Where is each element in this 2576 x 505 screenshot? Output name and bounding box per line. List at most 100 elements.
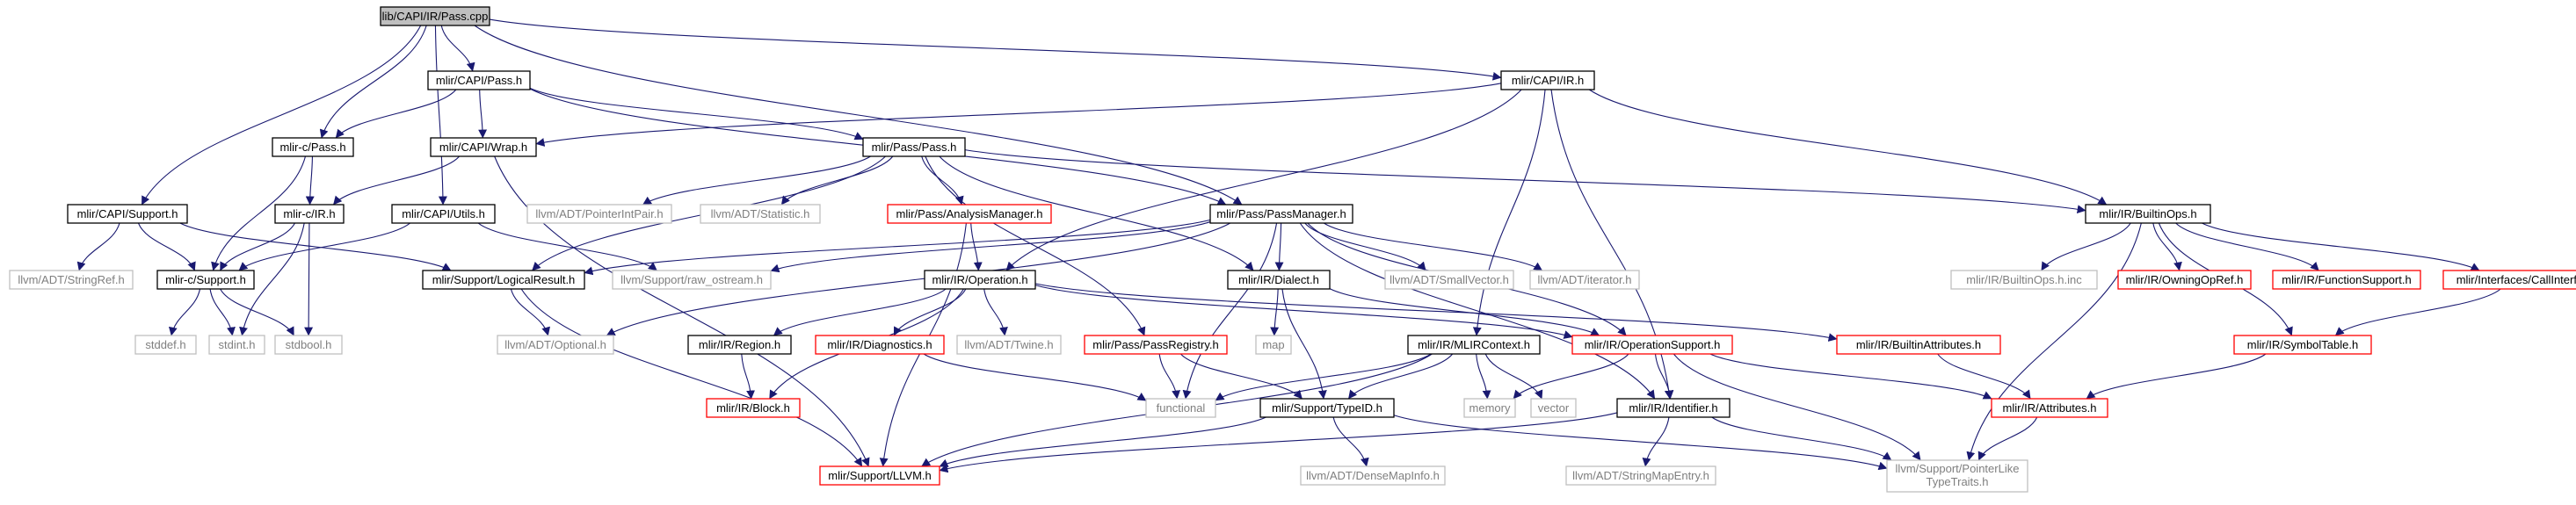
node-box bbox=[1255, 335, 1292, 355]
edge-analysis_manager-to-ir_operation bbox=[970, 222, 983, 271]
node-box bbox=[1145, 398, 1216, 418]
node-box bbox=[2085, 204, 2211, 224]
node-label: mlir/IR/Attributes.h bbox=[2003, 401, 2097, 415]
node-label: memory bbox=[1469, 401, 1511, 415]
node-capi-ir-h[interactable]: mlir/CAPI/IR.h bbox=[1500, 70, 1595, 90]
edge-c_pass_h-to-c_ir_h bbox=[305, 155, 315, 206]
node-builtin-attributes[interactable]: mlir/IR/BuiltinAttributes.h bbox=[1836, 335, 2001, 355]
node-optional: llvm/ADT/Optional.h bbox=[497, 335, 614, 355]
node-box bbox=[1209, 204, 1353, 224]
node-capi-utils-h[interactable]: mlir/CAPI/Utils.h bbox=[391, 204, 496, 224]
node-ir-attributes[interactable]: mlir/IR/Attributes.h bbox=[1991, 398, 2108, 418]
node-ir-dialect[interactable]: mlir/IR/Dialect.h bbox=[1227, 270, 1331, 290]
node-c-support-h[interactable]: mlir-c/Support.h bbox=[156, 270, 255, 290]
node-c-ir-h[interactable]: mlir-c/IR.h bbox=[274, 204, 345, 224]
node-ir-block[interactable]: mlir/IR/Block.h bbox=[706, 398, 801, 418]
node-box bbox=[1571, 335, 1733, 355]
node-label: mlir-c/Pass.h bbox=[279, 141, 345, 154]
node-label: stdint.h bbox=[219, 338, 256, 351]
node-label: mlir/IR/OwningOpRef.h bbox=[2126, 273, 2244, 286]
node-label: mlir/IR/Block.h bbox=[716, 401, 790, 415]
node-ir-operation[interactable]: mlir/IR/Operation.h bbox=[924, 270, 1036, 290]
node-label: mlir/Pass/AnalysisManager.h bbox=[896, 207, 1043, 220]
edge-pass_manager-to-adt_iterator bbox=[1324, 222, 1543, 271]
node-label: llvm/ADT/DenseMapInfo.h bbox=[1306, 469, 1440, 482]
node-analysis-manager[interactable]: mlir/Pass/AnalysisManager.h bbox=[887, 204, 1052, 224]
node-support-llvm[interactable]: mlir/Support/LLVM.h bbox=[819, 465, 940, 486]
node-functional: functional bbox=[1145, 398, 1216, 418]
edge-operation_support-to-ir_identifier bbox=[1654, 353, 1674, 400]
edge-symbol_table-to-ir_attributes bbox=[2086, 353, 2267, 400]
node-mlir-context[interactable]: mlir/IR/MLIRContext.h bbox=[1407, 335, 1541, 355]
node-dense-map-info: llvm/ADT/DenseMapInfo.h bbox=[1300, 465, 1446, 486]
node-builtin-ops[interactable]: mlir/IR/BuiltinOps.h bbox=[2085, 204, 2211, 224]
node-symbol-table[interactable]: mlir/IR/SymbolTable.h bbox=[2233, 335, 2372, 355]
node-box bbox=[497, 335, 614, 355]
node-box bbox=[1227, 270, 1331, 290]
edge-ir_attributes-to-pointer_like_type_traits bbox=[1977, 416, 2038, 461]
node-box bbox=[956, 335, 1062, 355]
node-box bbox=[819, 465, 940, 486]
node-layer: lib/CAPI/IR/Pass.cpp mlir/CAPI/Pass.h mlir… bbox=[9, 6, 2576, 493]
edge-c_ir_h-to-stdbool bbox=[304, 222, 314, 336]
node-vector: vector bbox=[1530, 398, 1577, 418]
node-function-support[interactable]: mlir/IR/FunctionSupport.h bbox=[2272, 270, 2421, 290]
node-label: llvm/ADT/StringMapEntry.h bbox=[1572, 469, 1709, 482]
edge-mlir_context-to-memory bbox=[1476, 353, 1491, 400]
node-type-id[interactable]: mlir/Support/TypeID.h bbox=[1259, 398, 1395, 418]
edge-ir_dialect-to-map bbox=[1270, 288, 1280, 336]
node-ir-region[interactable]: mlir/IR/Region.h bbox=[687, 335, 792, 355]
edge-logical_result-to-optional bbox=[510, 288, 550, 336]
node-capi-pass-h[interactable]: mlir/CAPI/Pass.h bbox=[427, 70, 531, 90]
node-label: mlir/Support/TypeID.h bbox=[1272, 401, 1382, 415]
edge-builtin_ops-to-owning_op_ref bbox=[2152, 222, 2182, 271]
node-pass-pass-h[interactable]: mlir/Pass/Pass.h bbox=[862, 137, 966, 157]
node-call-interfaces[interactable]: mlir/Interfaces/CallInterfaces.h bbox=[2442, 270, 2576, 290]
node-label: mlir/IR/Diagnostics.h bbox=[827, 338, 932, 351]
node-label: mlir/CAPI/IR.h bbox=[1512, 74, 1584, 87]
node-ir-diagnostics[interactable]: mlir/IR/Diagnostics.h bbox=[815, 335, 945, 355]
edge-operation_support-to-ir_attributes bbox=[1709, 353, 1992, 400]
node-statistic: llvm/ADT/Statistic.h bbox=[700, 204, 821, 224]
node-box bbox=[887, 204, 1052, 224]
edge-pass_registry-to-type_id bbox=[1180, 353, 1303, 400]
node-operation-support[interactable]: mlir/IR/OperationSupport.h bbox=[1571, 335, 1733, 355]
node-pass-manager[interactable]: mlir/Pass/PassManager.h bbox=[1209, 204, 1353, 224]
node-box bbox=[1384, 270, 1514, 290]
node-capi-support-h[interactable]: mlir/CAPI/Support.h bbox=[67, 204, 188, 224]
node-label: mlir/IR/Operation.h bbox=[932, 273, 1027, 286]
node-box bbox=[380, 6, 490, 26]
node-label: llvm/ADT/SmallVector.h bbox=[1390, 273, 1509, 286]
node-capi-wrap-h[interactable]: mlir/CAPI/Wrap.h bbox=[430, 137, 537, 157]
node-box bbox=[612, 270, 772, 290]
edge-c_support_h-to-stdbool bbox=[220, 288, 294, 336]
node-owning-op-ref[interactable]: mlir/IR/OwningOpRef.h bbox=[2117, 270, 2252, 290]
node-label: mlir/IR/Identifier.h bbox=[1629, 401, 1717, 415]
node-label: vector bbox=[1538, 401, 1570, 415]
node-label: mlir/CAPI/Support.h bbox=[77, 207, 178, 220]
node-logical-result[interactable]: mlir/Support/LogicalResult.h bbox=[422, 270, 585, 290]
node-pass-registry[interactable]: mlir/Pass/PassRegistry.h bbox=[1084, 335, 1228, 355]
edge-ir_identifier-to-support_llvm bbox=[939, 412, 1618, 473]
node-label: mlir/Pass/PassManager.h bbox=[1216, 207, 1346, 220]
node-builtin-ops-inc: mlir/IR/BuiltinOps.h.inc bbox=[1950, 270, 2098, 290]
node-label: mlir/Support/LLVM.h bbox=[828, 469, 932, 482]
node-stdint: stdint.h bbox=[208, 335, 265, 355]
edge-type_id-to-support_llvm bbox=[939, 416, 1266, 467]
node-box bbox=[1463, 398, 1516, 418]
node-label: stddef.h bbox=[145, 338, 185, 351]
node-c-pass-h[interactable]: mlir-c/Pass.h bbox=[272, 137, 354, 157]
node-ir-identifier[interactable]: mlir/IR/Identifier.h bbox=[1616, 398, 1731, 418]
node-adt-iterator: llvm/ADT/iterator.h bbox=[1529, 270, 1640, 290]
node-box bbox=[1950, 270, 2098, 290]
node-memory: memory bbox=[1463, 398, 1516, 418]
node-box bbox=[1300, 465, 1446, 486]
edge-builtin_ops-to-pointer_like_type_traits bbox=[1966, 222, 2142, 461]
edge-pass_cpp-to-capi_ir_h bbox=[489, 18, 1502, 81]
node-label: mlir/CAPI/Pass.h bbox=[436, 74, 522, 87]
node-string-map-entry: llvm/ADT/StringMapEntry.h bbox=[1565, 465, 1716, 486]
node-pass-cpp[interactable]: lib/CAPI/IR/Pass.cpp bbox=[380, 6, 490, 26]
edge-capi_support_h-to-c_support_h bbox=[137, 222, 196, 271]
